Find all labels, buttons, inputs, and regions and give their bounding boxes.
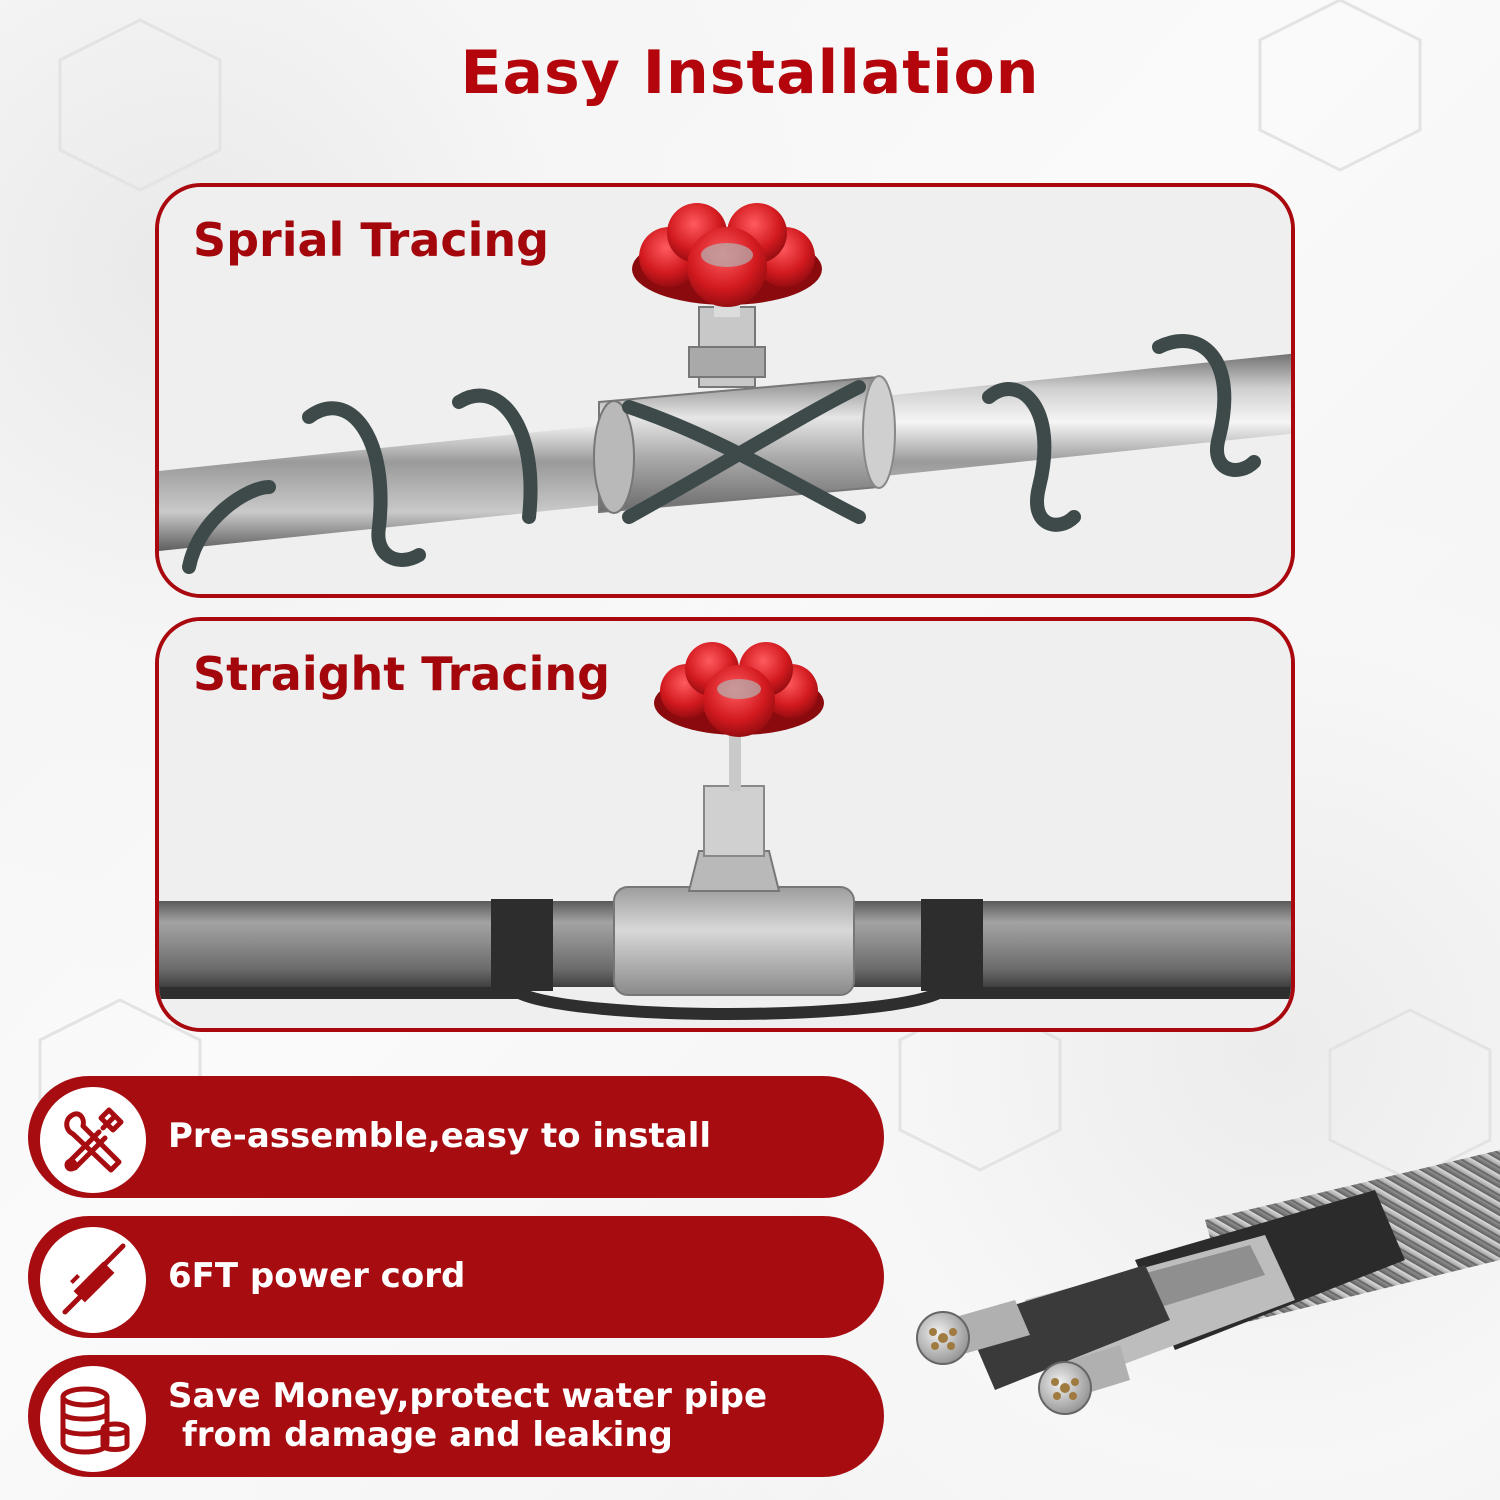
feature-save-money-text: Save Money,protect water pipe from damag… <box>168 1355 767 1477</box>
straight-tracing-label: Straight Tracing <box>193 647 611 701</box>
feature-easy-install-text: Pre-assemble,easy to install <box>168 1116 712 1157</box>
feature-power-cord: 6FT power cord <box>28 1216 884 1338</box>
spiral-pipe-illustration <box>159 187 1291 594</box>
straight-pipe-illustration <box>159 621 1291 1028</box>
feature-save-money-line1: Save Money,protect water pipe <box>168 1375 768 1416</box>
tools-icon <box>40 1087 146 1193</box>
coins-icon <box>40 1366 146 1472</box>
feature-save-money-line2: from damage and leaking <box>182 1415 673 1455</box>
valve-knob <box>632 203 822 307</box>
valve-knob <box>654 642 824 737</box>
feature-save-money: Save Money,protect water pipe from damag… <box>28 1355 884 1477</box>
power-cord-icon <box>40 1227 146 1333</box>
heating-cable-illustration <box>916 1150 1500 1415</box>
spiral-tracing-label: Sprial Tracing <box>193 213 550 267</box>
feature-easy-install: Pre-assemble,easy to install <box>28 1076 884 1198</box>
spiral-tracing-panel: Sprial Tracing <box>155 183 1295 598</box>
straight-tracing-panel: Straight Tracing <box>155 617 1295 1032</box>
page-title: Easy Installation <box>460 38 1040 108</box>
feature-power-cord-text: 6FT power cord <box>168 1256 466 1297</box>
